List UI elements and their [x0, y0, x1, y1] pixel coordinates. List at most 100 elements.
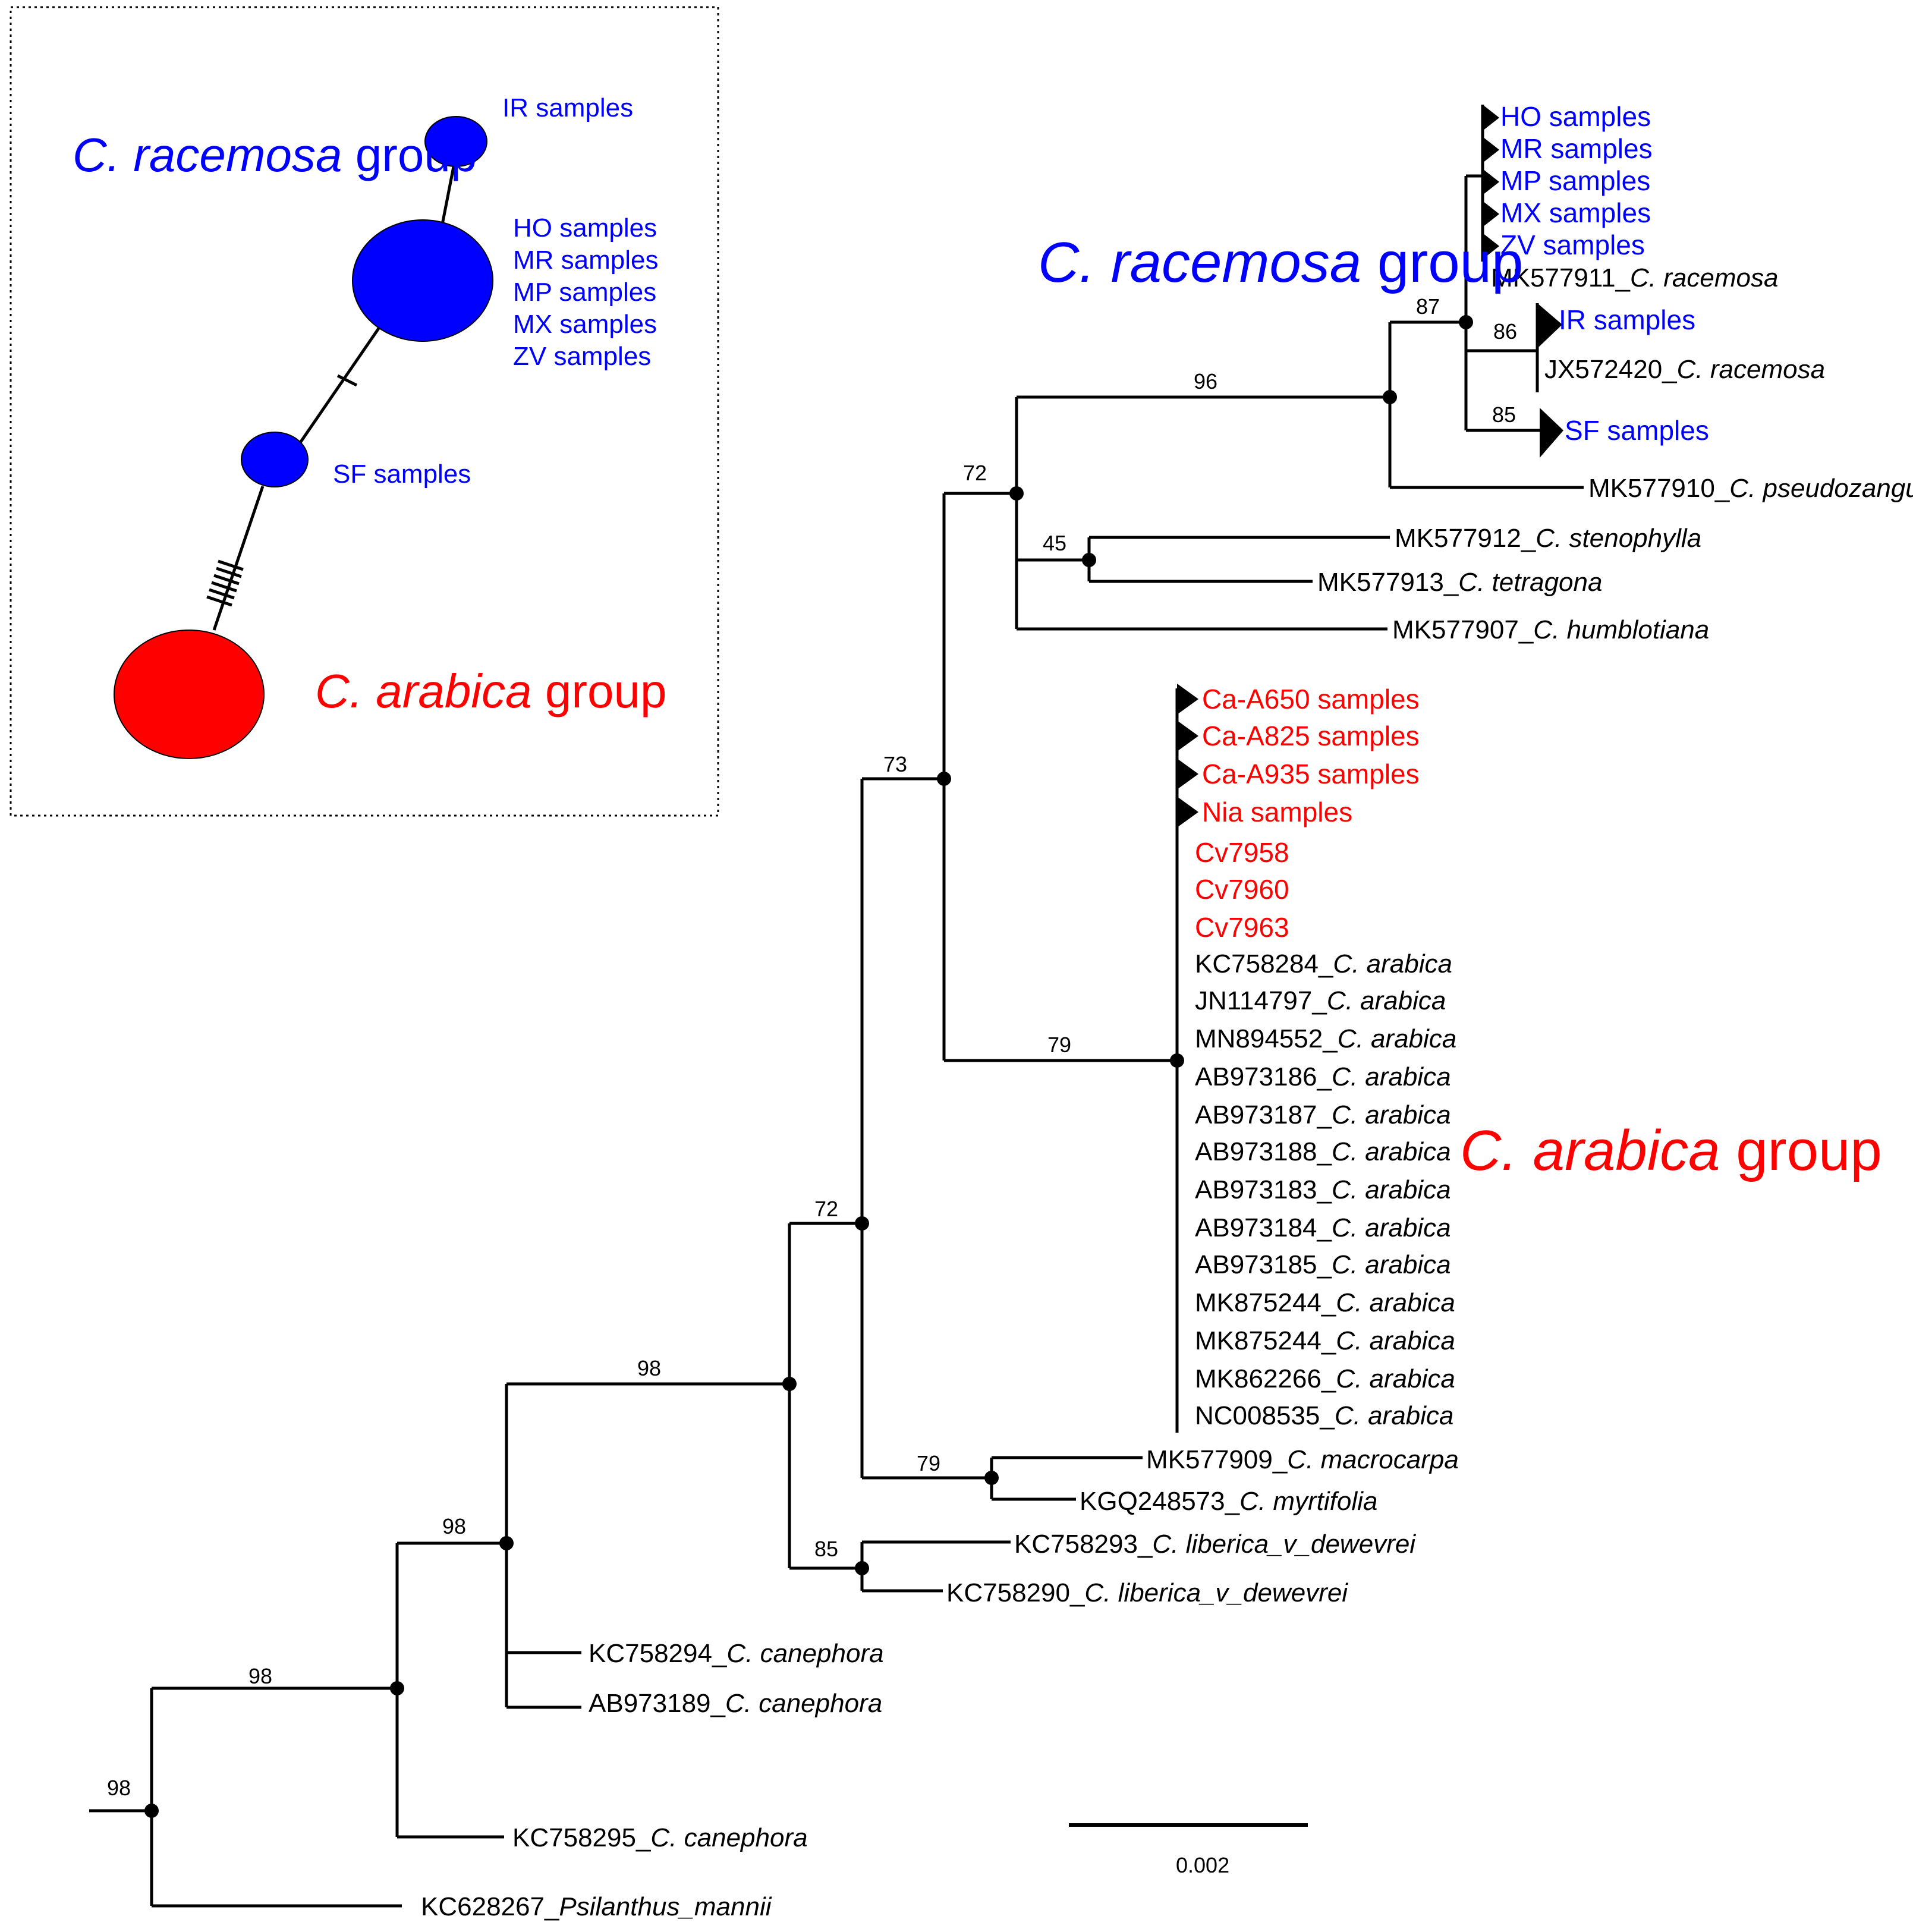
collapsed-clade-marker	[1177, 720, 1198, 751]
leaf-label-arabica: MK875244_C. arabica	[1195, 1326, 1455, 1355]
scale-bar-label: 0.002	[1176, 1853, 1229, 1877]
leaf-label-arabica: AB973184_C. arabica	[1195, 1213, 1451, 1242]
leaf-label-arabica: MN894552_C. arabica	[1195, 1024, 1456, 1053]
collapsed-clade-marker	[1177, 759, 1198, 789]
bootstrap-n12: 45	[1043, 531, 1066, 555]
node-dot-n15	[855, 1561, 869, 1575]
phylogenetic-tree: 98 98 98 98 72 73 72 96 87 86 85 45 79 7…	[89, 101, 1913, 1921]
leaf-label-cv7963: Cv7963	[1195, 912, 1289, 943]
leaf-label-kc758290: KC758290_C. liberica_v_dewevrei	[946, 1578, 1348, 1607]
leaf-label-cv7960: Cv7960	[1195, 874, 1289, 905]
leaf-label-mk577913: MK577913_C. tetragona	[1317, 568, 1602, 597]
node-dot-n9	[1459, 315, 1473, 329]
network-node-ir	[424, 116, 487, 167]
inset-border	[10, 6, 719, 817]
bootstrap-n7: 72	[963, 461, 987, 485]
leaf-label-ab973189: AB973189_C. canephora	[589, 1689, 882, 1718]
leaf-label-mk577911: MK577911_C. racemosa	[1491, 263, 1778, 292]
leaf-label-arabica: MK862266_C. arabica	[1195, 1364, 1455, 1393]
leaf-label-kc758294: KC758294_C. canephora	[589, 1639, 884, 1668]
bootstrap-n14: 79	[917, 1451, 940, 1475]
inset-group-label-arabica: C. arabica group	[315, 665, 666, 718]
leaf-label-kc758295: KC758295_C. canephora	[512, 1823, 808, 1852]
inset-label-main-1: HO samples	[513, 213, 657, 243]
node-dot-n4	[782, 1377, 797, 1391]
leaf-label-arabica: AB973187_C. arabica	[1195, 1100, 1451, 1129]
collapsed-clade-marker	[1177, 684, 1198, 715]
node-dot-n5	[855, 1216, 869, 1231]
leaf-label-arabica: AB973185_C. arabica	[1195, 1250, 1451, 1279]
leaf-label-ca-a935: Ca-A935 samples	[1202, 759, 1420, 789]
leaf-label-arabica: AB973186_C. arabica	[1195, 1062, 1451, 1091]
leaf-label-mk577909: MK577909_C. macrocarpa	[1146, 1445, 1459, 1474]
leaf-label-cv7958: Cv7958	[1195, 837, 1289, 868]
network-node-main	[352, 219, 493, 342]
leaf-label-zv: ZV samples	[1500, 229, 1645, 260]
network-node-sf	[241, 432, 309, 487]
leaf-label-jx572420: JX572420_C. racemosa	[1544, 355, 1825, 384]
node-dot-n6	[937, 772, 951, 786]
tree-group-label-arabica: C. arabica group	[1460, 1119, 1882, 1182]
node-dot-n3	[499, 1536, 514, 1550]
node-dot-n8	[1383, 390, 1397, 404]
bootstrap-n6: 73	[883, 752, 907, 776]
collapsed-clade-marker-ir	[1537, 303, 1562, 348]
inset-label-main-2: MR samples	[513, 246, 659, 275]
node-dot-n2	[390, 1681, 404, 1695]
leaf-label-sf: SF samples	[1565, 415, 1709, 446]
leaf-label-mx: MX samples	[1500, 197, 1651, 228]
arabica-accession-list: KC758284_C. arabica JN114797_C. arabica …	[1195, 949, 1456, 1430]
bootstrap-n11: 85	[1492, 402, 1516, 427]
bootstrap-n15: 85	[814, 1537, 838, 1561]
bootstrap-n10: 86	[1493, 319, 1517, 344]
network-node-arabica	[114, 630, 265, 759]
node-dot-root	[144, 1804, 159, 1818]
bootstrap-n4: 98	[637, 1356, 661, 1380]
leaf-label-arabica: AB973183_C. arabica	[1195, 1175, 1451, 1204]
node-dot-n13	[1170, 1053, 1184, 1068]
leaf-label-ca-a650: Ca-A650 samples	[1202, 684, 1420, 715]
collapsed-clade-marker	[1483, 169, 1499, 195]
collapsed-clade-marker	[1483, 137, 1499, 163]
bootstrap-n5: 72	[814, 1197, 838, 1221]
collapsed-clade-marker	[1483, 233, 1499, 259]
inset-label-ir: IR samples	[502, 93, 633, 122]
inset-label-main-3: MP samples	[513, 278, 656, 307]
bootstrap-n8: 96	[1194, 369, 1217, 394]
leaf-label-mk577907: MK577907_C. humblotiana	[1392, 615, 1709, 644]
bootstrap-n9: 87	[1416, 294, 1440, 319]
leaf-label-arabica: JN114797_C. arabica	[1195, 986, 1446, 1015]
node-dot-n7	[1009, 486, 1024, 501]
leaf-label-ho: HO samples	[1500, 101, 1651, 132]
haplotype-network-inset: IR samples HO samples MR samples MP samp…	[10, 6, 719, 817]
leaf-label-arabica: MK875244_C. arabica	[1195, 1288, 1455, 1317]
leaf-label-arabica: KC758284_C. arabica	[1195, 949, 1452, 978]
collapsed-clade-marker	[1177, 797, 1198, 827]
bootstrap-root: 98	[107, 1776, 131, 1800]
inset-group-label-racemosa: C. racemosa group	[73, 128, 477, 181]
leaf-label-mr: MR samples	[1500, 133, 1653, 164]
network-edge-main-sf	[291, 325, 382, 454]
bootstrap-n2: 98	[248, 1664, 272, 1688]
mutation-ticks-group	[206, 559, 244, 607]
tree-group-label-racemosa: C. racemosa group	[1038, 231, 1523, 294]
leaf-label-kc758293: KC758293_C. liberica_v_dewevrei	[1014, 1530, 1416, 1559]
leaf-label-arabica: AB973188_C. arabica	[1195, 1137, 1451, 1166]
bootstrap-n3: 98	[442, 1514, 466, 1538]
node-dot-n12	[1082, 553, 1096, 567]
inset-label-main-5: ZV samples	[513, 342, 651, 371]
inset-label-sf: SF samples	[333, 460, 471, 489]
node-dot-n14	[984, 1471, 999, 1485]
leaf-label-ca-a825: Ca-A825 samples	[1202, 720, 1420, 751]
leaf-label-mk577910: MK577910_C. pseudozanguebariae	[1588, 474, 1913, 503]
leaf-label-mk577912: MK577912_C. stenophylla	[1395, 524, 1701, 553]
leaf-label-ir: IR samples	[1559, 304, 1695, 335]
leaf-label-kgq248573: KGQ248573_C. myrtifolia	[1080, 1487, 1377, 1516]
collapsed-clade-marker	[1483, 201, 1499, 227]
bootstrap-n13: 79	[1047, 1033, 1071, 1057]
leaf-label-mp: MP samples	[1500, 165, 1650, 196]
collapsed-clade-marker-sf	[1540, 408, 1563, 458]
leaf-label-arabica: NC008535_C. arabica	[1195, 1401, 1453, 1430]
collapsed-clade-marker	[1483, 105, 1499, 131]
